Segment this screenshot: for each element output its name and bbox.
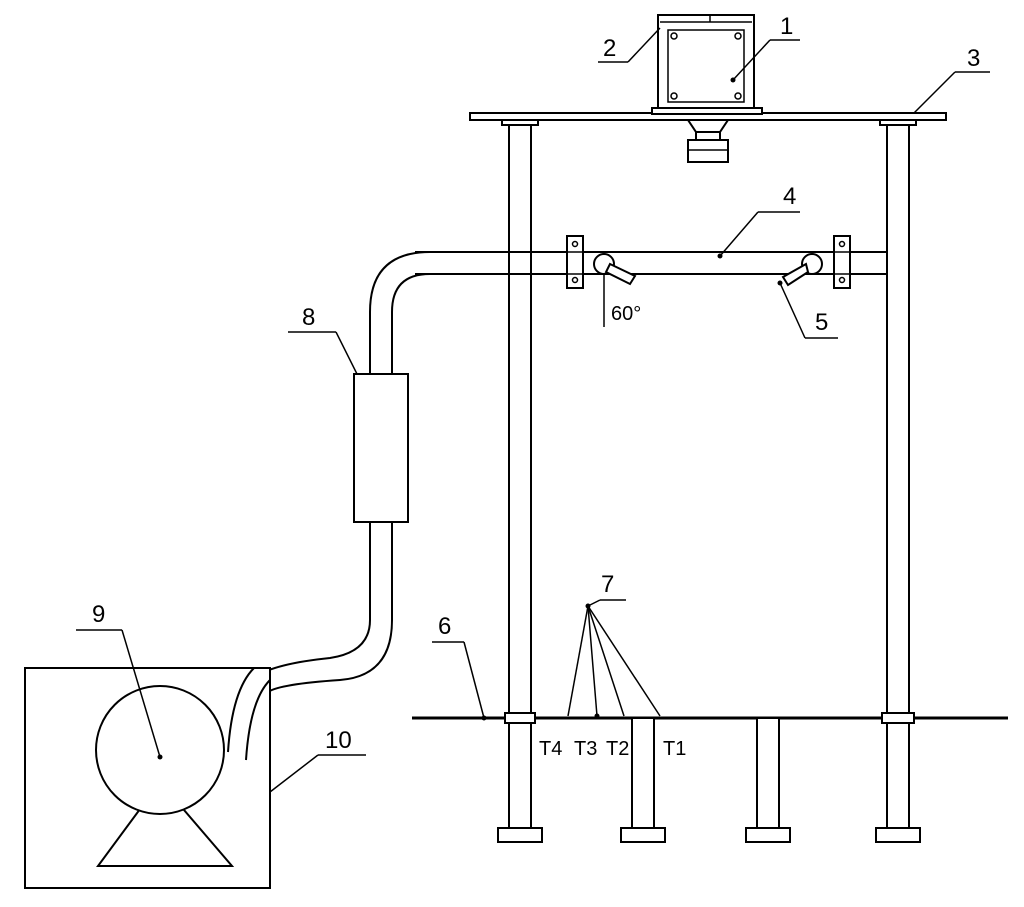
sensor-t2-label: T2 bbox=[606, 738, 629, 760]
label-2: 2 bbox=[603, 35, 616, 62]
right-column bbox=[875, 119, 921, 843]
left-clamp bbox=[566, 235, 584, 289]
leader-1 bbox=[732, 39, 771, 81]
angle-label: 60° bbox=[611, 303, 641, 325]
hose-inside-housing bbox=[227, 667, 271, 761]
label-8: 8 bbox=[302, 304, 315, 331]
label-10: 10 bbox=[325, 727, 352, 754]
right-nozzle bbox=[781, 253, 823, 287]
leader-10 bbox=[269, 754, 319, 793]
filter bbox=[353, 373, 409, 523]
leader-4 bbox=[719, 211, 759, 257]
label-5: 5 bbox=[815, 309, 828, 336]
sensor-t3-label: T3 bbox=[574, 738, 597, 760]
label-3: 3 bbox=[967, 45, 980, 72]
label-4: 4 bbox=[783, 183, 796, 210]
camera-assembly bbox=[651, 14, 763, 163]
label-7: 7 bbox=[601, 571, 614, 598]
leader-3 bbox=[913, 71, 956, 114]
label-9: 9 bbox=[92, 601, 105, 628]
leader-5 bbox=[779, 282, 806, 339]
right-clamp bbox=[833, 235, 851, 289]
sensor-t4-label: T4 bbox=[539, 738, 562, 760]
left-nozzle bbox=[593, 253, 637, 286]
support-leg-2 bbox=[745, 717, 791, 843]
label-1: 1 bbox=[780, 13, 793, 40]
left-column bbox=[497, 119, 543, 843]
sensor-leads bbox=[567, 603, 661, 719]
support-leg-1 bbox=[620, 717, 666, 843]
leader-7 bbox=[587, 599, 601, 607]
sensor-t1-label: T1 bbox=[663, 738, 686, 760]
pump bbox=[95, 685, 235, 867]
label-6: 6 bbox=[438, 613, 451, 640]
supply-hose-upper bbox=[369, 251, 431, 374]
